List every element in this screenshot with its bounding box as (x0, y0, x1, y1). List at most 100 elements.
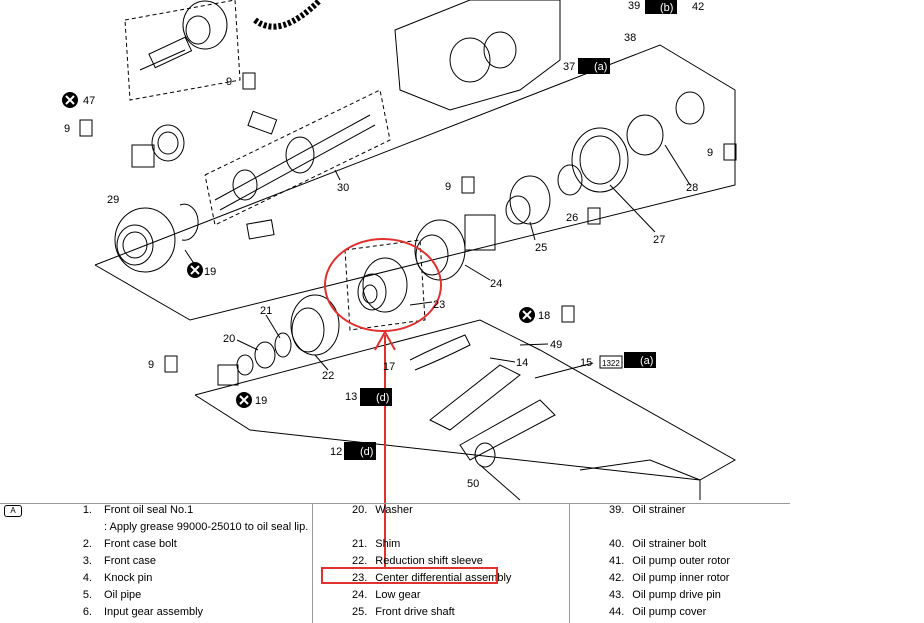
legend-cell: A (0, 504, 28, 521)
legend-cell: 4. (82, 572, 92, 584)
legend-cell: 6. (82, 606, 92, 618)
x-mark-icons (62, 92, 535, 408)
legend-cell (570, 521, 629, 538)
callout-23: 23 (433, 299, 445, 311)
legend-cell: Oil pump drive pin (632, 589, 721, 601)
svg-text:(d): (d) (360, 446, 373, 458)
dashed-group-box (344, 239, 426, 331)
dashed-group-box (124, 0, 241, 101)
legend-cell (371, 521, 571, 538)
thrust-washer-part (557, 164, 583, 196)
callout-18: 18 (538, 310, 550, 322)
legend-cell: Input gear assembly (100, 606, 314, 623)
front-drive-shaft-part (214, 114, 376, 211)
legend-cell (0, 606, 28, 623)
svg-text:(d): (d) (376, 392, 389, 404)
legend-cell: 25. (351, 606, 368, 618)
legend-cell: Front oil seal No.1 (100, 504, 314, 521)
callout-17: 17 (383, 361, 395, 373)
legend-cell: 41. (608, 555, 625, 567)
assembly-outline (194, 319, 737, 481)
torque-badge-a: (a) (624, 352, 656, 368)
legend-highlight-box (321, 567, 498, 584)
callout-14: 14 (516, 357, 528, 369)
sealant-badge: 1322 (599, 355, 623, 369)
torque-badge-d: (d) (344, 442, 376, 460)
legend-cell: 39. (608, 504, 625, 516)
bearing-part (675, 91, 705, 125)
needle-bearing-part (217, 364, 239, 386)
legend-cell: 42. (608, 572, 625, 584)
bearing-part (247, 110, 278, 135)
callout-12: 12 (330, 446, 342, 458)
legend-cell: 20. (351, 504, 368, 516)
legend-cell: 22. (351, 555, 368, 567)
legend-cell (28, 521, 100, 538)
legend-cell: 24. (351, 589, 368, 601)
callout-15: 15 (580, 357, 592, 369)
legend-cell (0, 555, 28, 572)
legend-cell: 23. (351, 572, 368, 584)
bearing-race-part (626, 114, 664, 156)
legend-cell: 43. (608, 589, 625, 601)
legend-cell: Oil strainer (632, 504, 686, 516)
callout-28: 28 (686, 182, 698, 194)
legend-cell: 2. (82, 538, 92, 550)
callout-9: 9 (707, 147, 713, 159)
legend-cell: Front case (100, 555, 314, 572)
legend-cell: Oil pipe (100, 589, 314, 606)
callout-9: 9 (64, 123, 70, 135)
legend-cell: Oil pump inner rotor (632, 572, 730, 584)
oil-can-icons (79, 72, 737, 373)
svg-text:(a): (a) (594, 61, 607, 73)
legend-cell: Shim (371, 538, 571, 555)
washer-part (254, 341, 276, 369)
front-case-part (394, 0, 561, 111)
legend-cell: Washer (371, 504, 571, 521)
legend-cell (0, 521, 28, 538)
exploded-parts-diagram: 39 42 38 37 9 47 9 30 9 26 27 29 19 24 2… (62, 0, 737, 568)
callout-19: 19 (255, 395, 267, 407)
torque-badge-d: (d) (360, 388, 392, 406)
needle-bearing-part (464, 214, 496, 251)
drive-gear-part (509, 175, 551, 225)
legend-row: 6. Input gear assembly 25.Front drive shaf… (0, 606, 790, 623)
bearing-part (246, 219, 275, 240)
legend-cell: Center differential assembly (371, 572, 571, 589)
callout-49: 49 (550, 339, 562, 351)
callout-37: 37 (563, 61, 575, 73)
highlight-circle (324, 238, 442, 332)
gear-part (114, 207, 176, 273)
callout-20: 20 (223, 333, 235, 345)
callout-50: 50 (467, 478, 479, 490)
svg-text:(a): (a) (640, 355, 653, 367)
legend-cell: 44. (608, 606, 625, 618)
svg-text:(b): (b) (660, 2, 673, 14)
legend-cell: : Apply grease 99000-25010 to oil seal l… (100, 521, 314, 538)
reduction-shift-sleeve-part (290, 294, 340, 356)
oil-seal-part (151, 124, 185, 162)
needle-bearing-part (131, 144, 155, 168)
legend-cell: Front case bolt (100, 538, 314, 555)
callout-42: 42 (692, 1, 704, 13)
callout-38: 38 (624, 32, 636, 44)
center-differential-part (357, 257, 408, 313)
callout-19: 19 (204, 266, 216, 278)
case-edge-part (579, 459, 701, 500)
callout-47: 47 (83, 95, 95, 107)
legend-cell: 3. (82, 555, 92, 567)
callout-25: 25 (535, 242, 547, 254)
callout-21: 21 (260, 305, 272, 317)
shim-part (236, 354, 254, 376)
callout-13: 13 (345, 391, 357, 403)
chain-part (253, 0, 323, 30)
legend-cell: Front drive shaft (371, 606, 571, 623)
ring-gear-part (571, 127, 629, 193)
legend-cell (313, 521, 372, 538)
callout-29: 29 (107, 194, 119, 206)
snap-ring-part (179, 203, 199, 241)
